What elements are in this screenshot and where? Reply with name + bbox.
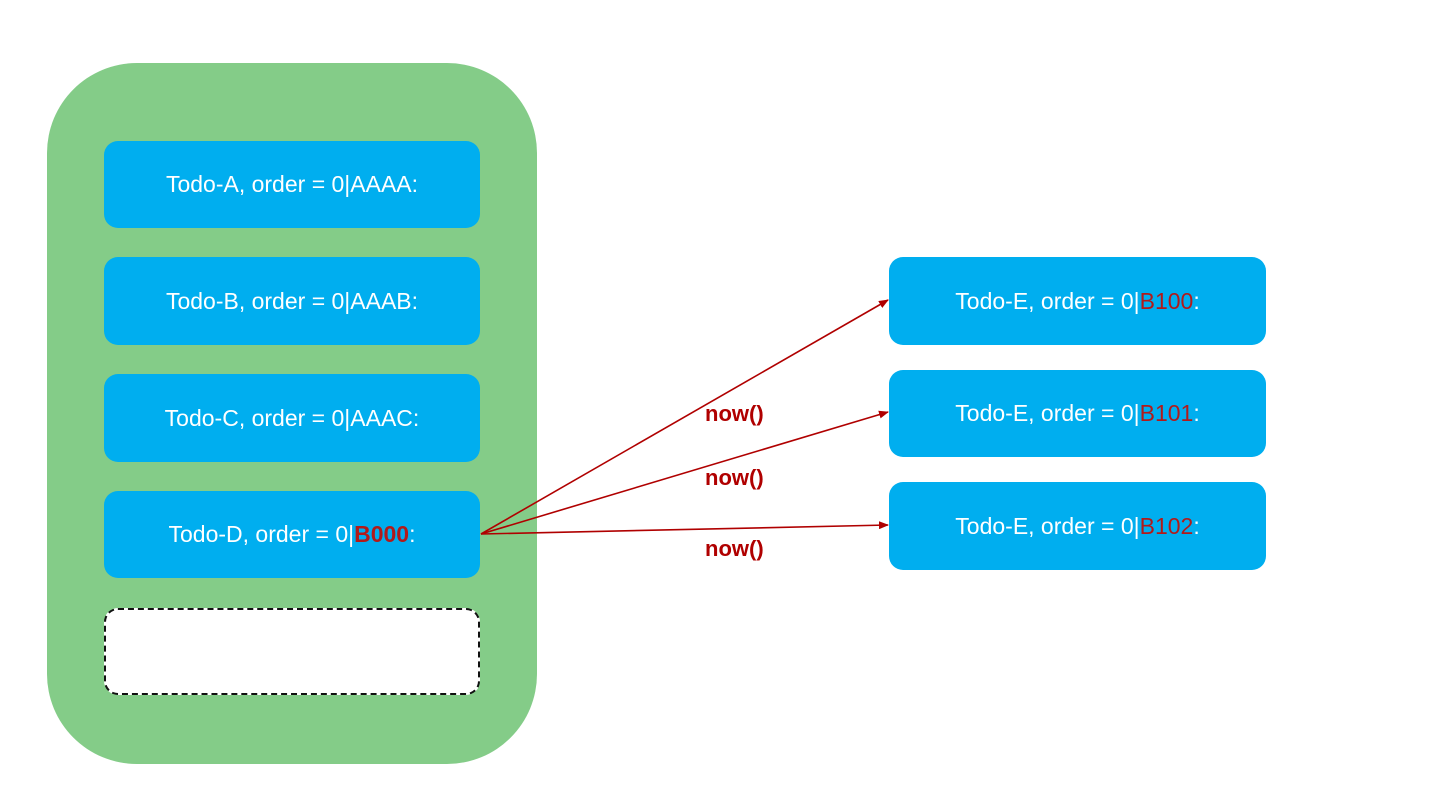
todo-card-c: Todo-C, order = 0|AAAC:: [104, 374, 480, 462]
todo-card-b: Todo-B, order = 0|AAAB:: [104, 257, 480, 345]
card-prefix: Todo-C, order = 0|: [164, 404, 351, 431]
todo-card-e-2: Todo-E, order = 0|B101:: [889, 370, 1266, 457]
arrow-to-e-1: [480, 299, 889, 535]
card-suffix: AAAB:: [350, 287, 419, 314]
card-suffix: :: [1193, 400, 1200, 426]
card-suffix: AAAA:: [350, 171, 419, 197]
todo-card-e-1: Todo-E, order = 0|B100:: [889, 257, 1266, 345]
card-prefix: Todo-E, order = 0|: [955, 287, 1140, 314]
card-suffix: :: [1193, 287, 1200, 314]
arrow-to-e-3: [480, 521, 889, 535]
card-suffix: AAAC:: [350, 404, 420, 431]
card-highlight: B000: [354, 521, 410, 547]
card-prefix: Todo-E, order = 0|: [955, 512, 1140, 539]
todo-card-e-3: Todo-E, order = 0|B102:: [889, 482, 1266, 570]
card-prefix: Todo-E, order = 0|: [955, 400, 1140, 426]
card-prefix: Todo-B, order = 0|: [165, 287, 351, 314]
card-highlight: B102: [1139, 512, 1194, 539]
arrow-to-e-2: [480, 410, 889, 535]
card-highlight: B100: [1139, 287, 1194, 314]
card-suffix: :: [1193, 512, 1200, 539]
card-prefix: Todo-A, order = 0|: [165, 171, 351, 197]
card-prefix: Todo-D, order = 0|: [168, 521, 355, 547]
card-suffix: :: [409, 521, 416, 547]
empty-slot-placeholder: [104, 608, 480, 695]
arrow-label-1: now(): [705, 401, 764, 426]
arrow-label-2: now(): [705, 465, 764, 490]
todo-card-a: Todo-A, order = 0|AAAA:: [104, 141, 480, 228]
arrow-label-3: now(): [705, 536, 764, 561]
todo-card-d: Todo-D, order = 0|B000:: [104, 491, 480, 578]
card-highlight: B101: [1139, 400, 1194, 426]
